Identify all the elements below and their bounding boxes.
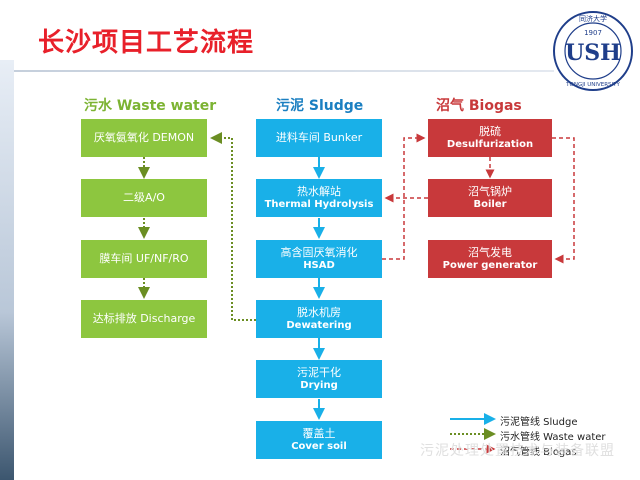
tongji-logo: USH 1907 同济大学 TONGJI UNIVERSITY: [553, 11, 633, 91]
watermark: 污泥处理处置技术与装备联盟: [420, 443, 615, 459]
logo-text-en: TONGJI UNIVERSITY: [565, 82, 620, 88]
waste-water-line: [138, 132, 256, 321]
slide-title: 长沙项目工艺流程: [38, 28, 255, 58]
legend-sludge-label: 污泥管线 Sludge: [500, 417, 578, 428]
header-biogas: 沼气 Biogas: [436, 98, 522, 114]
node-bunker: 进料车间 Bunker: [256, 119, 382, 157]
header-waste-water: 污水 Waste water: [84, 98, 217, 114]
biogas-line: [382, 133, 575, 264]
left-decor-bar: [0, 60, 14, 480]
node-demon: 厌氧氨氧化 DEMON: [81, 119, 207, 157]
legend-water-label: 污水管线 Waste water: [500, 432, 606, 443]
logo-chars: 同济大学: [579, 14, 607, 23]
node-discharge: 达标排放 Discharge: [81, 300, 207, 338]
title-rule: [14, 70, 554, 72]
node-membrane: 膜车间 UF/NF/RO: [81, 240, 207, 278]
node-ao: 二级A/O: [81, 179, 207, 217]
logo-year: 1907: [584, 29, 602, 37]
svg-text:USH: USH: [565, 40, 621, 66]
legend-biogas-label: 沼气管线 Biogas: [500, 447, 577, 458]
header-sludge: 污泥 Sludge: [276, 98, 364, 114]
